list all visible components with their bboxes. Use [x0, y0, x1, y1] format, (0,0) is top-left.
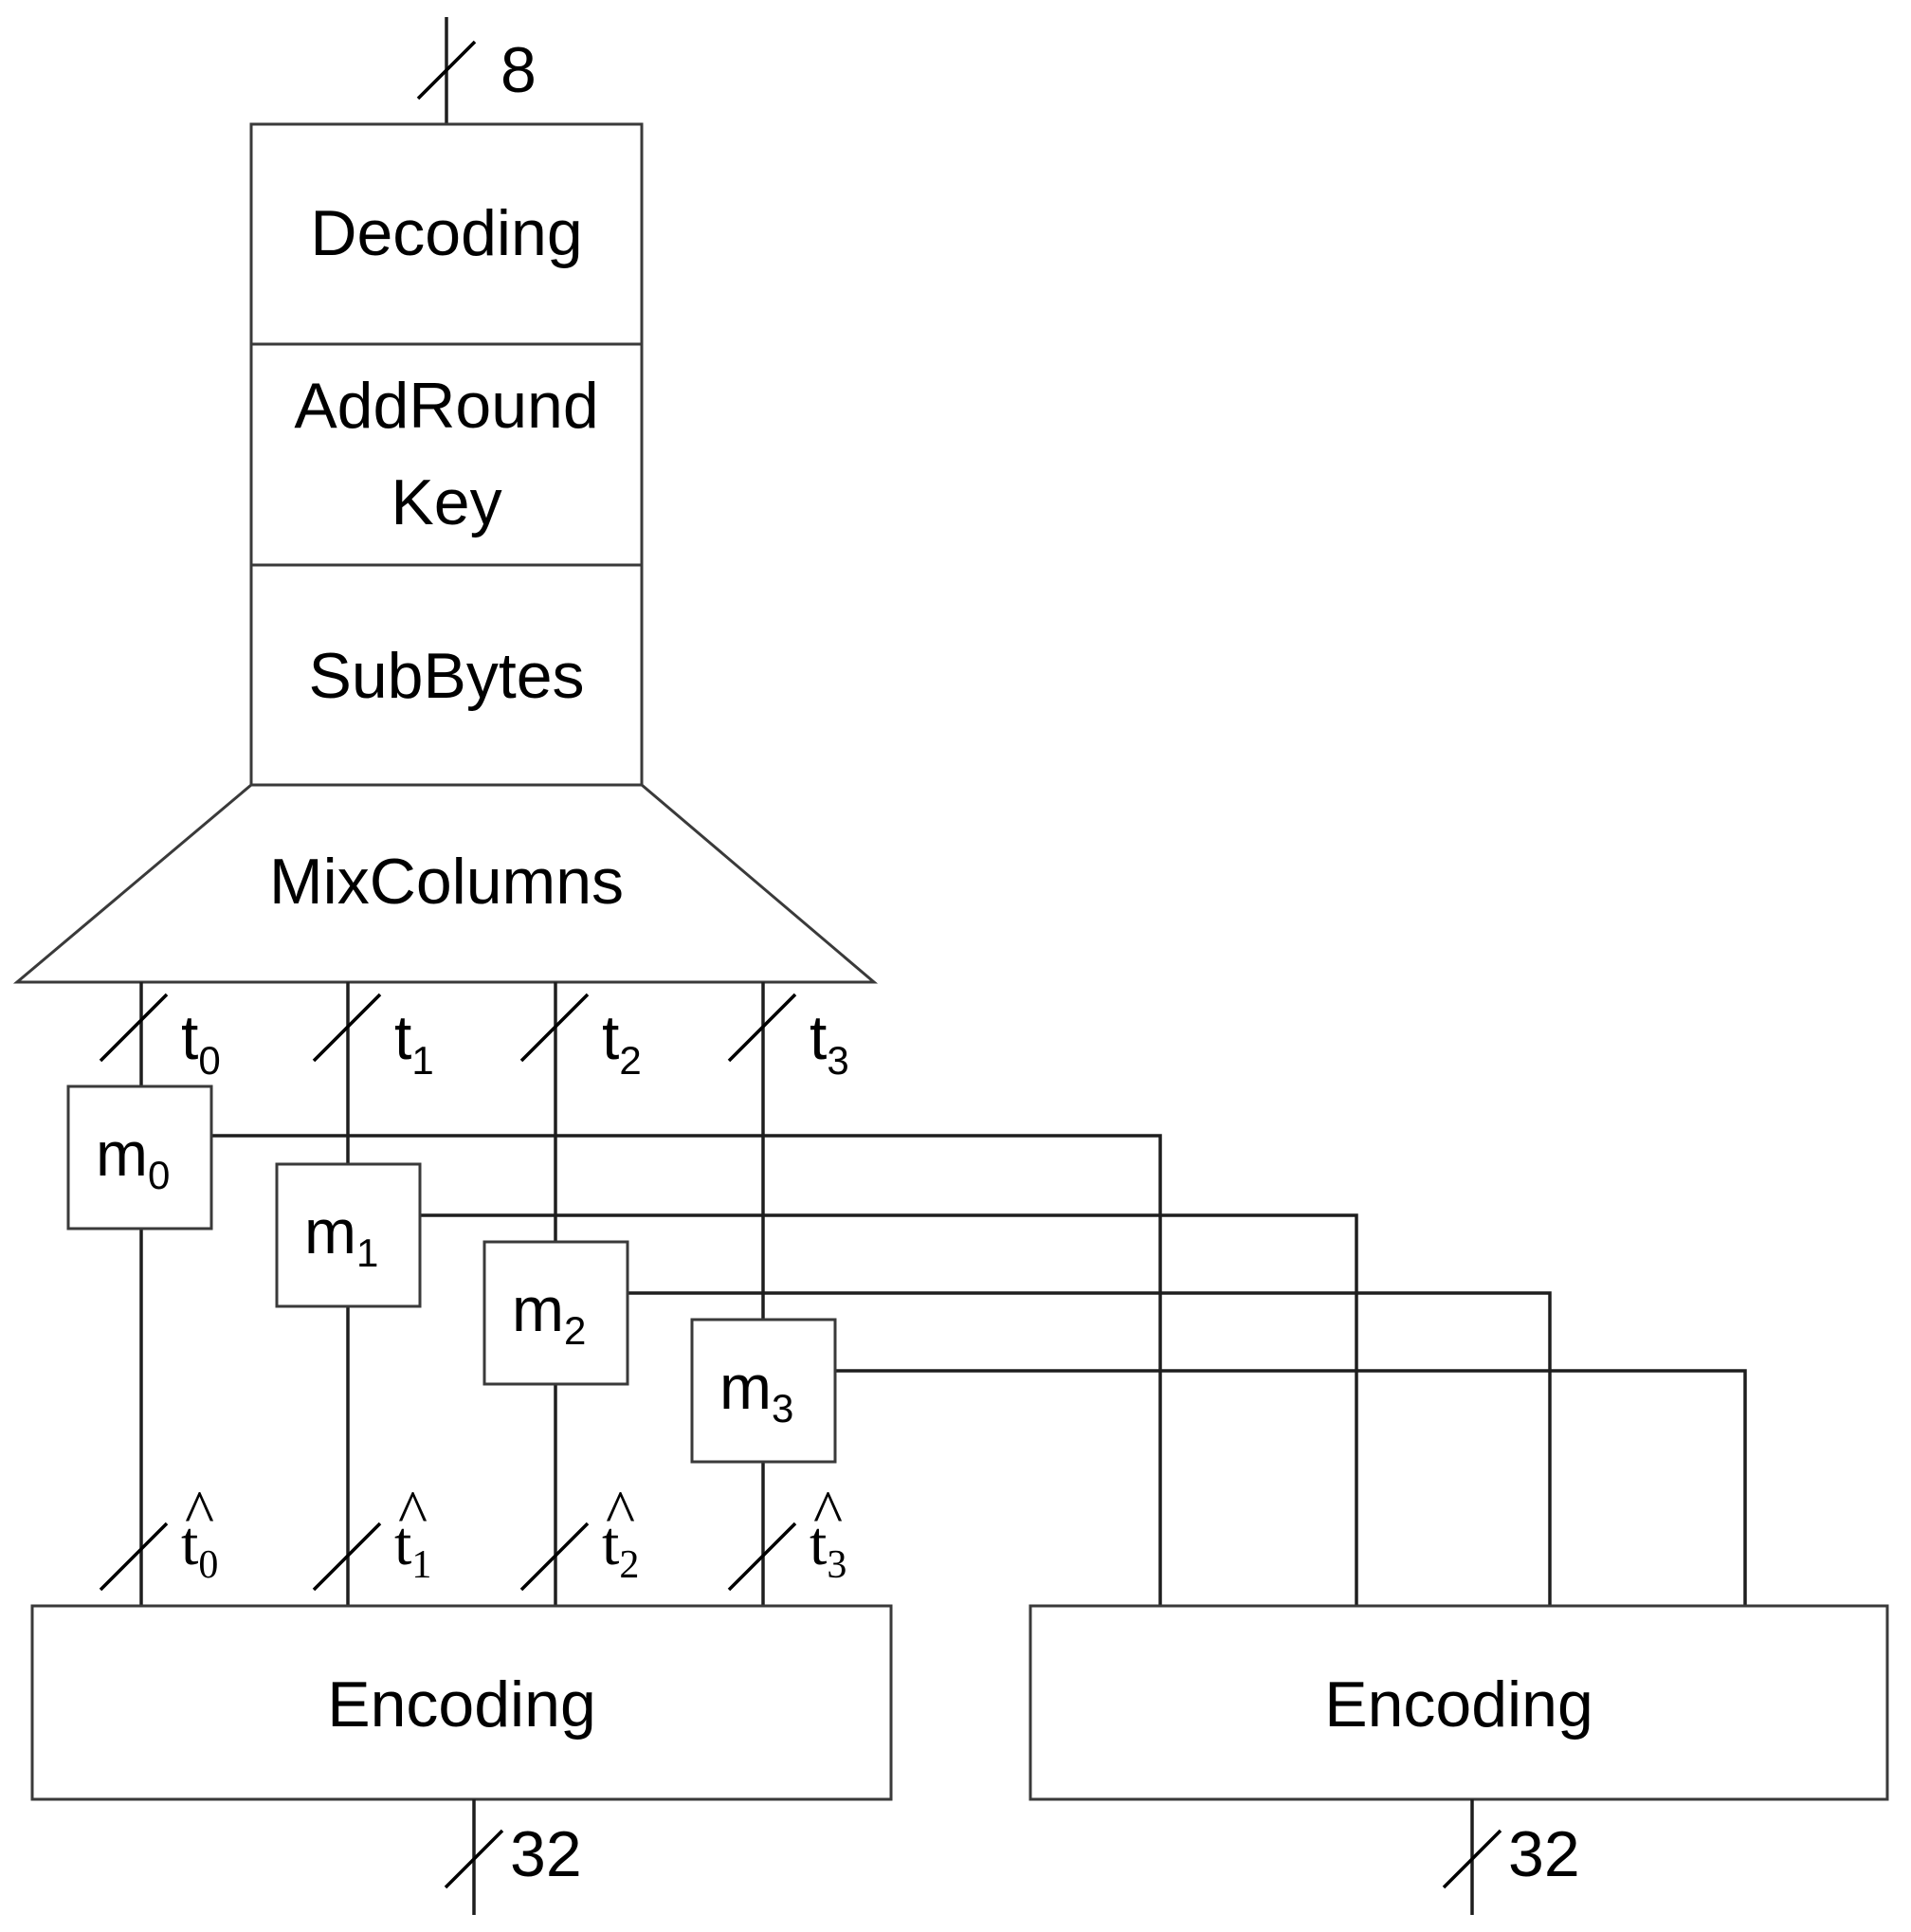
- mask-box-3: m3: [690, 1318, 837, 1464]
- subbytes-label: SubBytes: [308, 640, 584, 712]
- t-hat-accent-1: ^: [398, 1478, 428, 1547]
- t-hat-wire-labels: ^ t0 ^ t1 ^ t2 ^ t3: [99, 1478, 846, 1592]
- t-label-3: t3: [810, 1002, 849, 1083]
- t-label-2: t2: [602, 1002, 642, 1083]
- output-left-width: 32: [510, 1818, 582, 1890]
- t-hat-label-0: t0: [181, 1509, 218, 1587]
- mixcolumns-label: MixColumns: [269, 846, 624, 918]
- bus-slash-icon: [519, 1522, 590, 1592]
- addroundkey-label-line1: AddRound: [294, 370, 598, 442]
- t-hat-label-2: t2: [602, 1509, 639, 1587]
- mask-box-1: m1: [275, 1162, 422, 1308]
- output-bus-right: 32: [1442, 1799, 1580, 1915]
- mask-box-0: m0: [66, 1084, 213, 1230]
- bus-slash-icon: [727, 1522, 797, 1592]
- subbytes-block: SubBytes: [249, 563, 644, 787]
- t-hat-accent-2: ^: [606, 1478, 635, 1547]
- bus-slash-icon: [444, 1829, 504, 1889]
- bus-slash-icon: [416, 40, 477, 100]
- t-hat-accent-0: ^: [185, 1478, 214, 1547]
- t-label-1: t1: [394, 1002, 434, 1083]
- bus-slash-icon: [312, 993, 382, 1063]
- bus-slash-icon: [99, 993, 169, 1063]
- mask-wires: [211, 1134, 1747, 1606]
- t-hat-label-3: t3: [810, 1509, 846, 1587]
- t-hat-label-1: t1: [394, 1509, 431, 1587]
- mask-label-1: m1: [304, 1196, 378, 1275]
- output-bus-left: 32: [444, 1799, 582, 1915]
- bus-slash-icon: [1442, 1829, 1502, 1889]
- t-label-0: t0: [181, 1002, 221, 1083]
- encoding-block-right: Encoding: [1028, 1604, 1889, 1801]
- mask-label-0: m0: [96, 1119, 170, 1197]
- bus-slash-icon: [727, 993, 797, 1063]
- bus-slash-icon: [99, 1522, 169, 1592]
- addroundkey-block: AddRound Key: [249, 342, 644, 567]
- bus-slash-icon: [312, 1522, 382, 1592]
- bus-slash-icon: [519, 993, 590, 1063]
- input-bus: 8: [416, 17, 537, 124]
- input-bus-width: 8: [500, 34, 537, 106]
- encoding-left-label: Encoding: [327, 1668, 596, 1741]
- encoding-block-left: Encoding: [30, 1604, 893, 1801]
- mask-label-2: m2: [512, 1274, 586, 1353]
- t-wire-labels: t0 t1 t2 t3: [99, 993, 849, 1083]
- decoding-label: Decoding: [310, 197, 582, 269]
- output-right-width: 32: [1508, 1818, 1580, 1890]
- mixcolumns-block: MixColumns: [12, 783, 879, 984]
- addroundkey-label-line2: Key: [391, 466, 501, 538]
- encoding-right-label: Encoding: [1324, 1668, 1593, 1741]
- t-hat-accent-3: ^: [813, 1478, 843, 1547]
- mask-box-2: m2: [482, 1240, 629, 1386]
- decoding-block: Decoding: [249, 122, 644, 346]
- mask-label-3: m3: [719, 1352, 793, 1431]
